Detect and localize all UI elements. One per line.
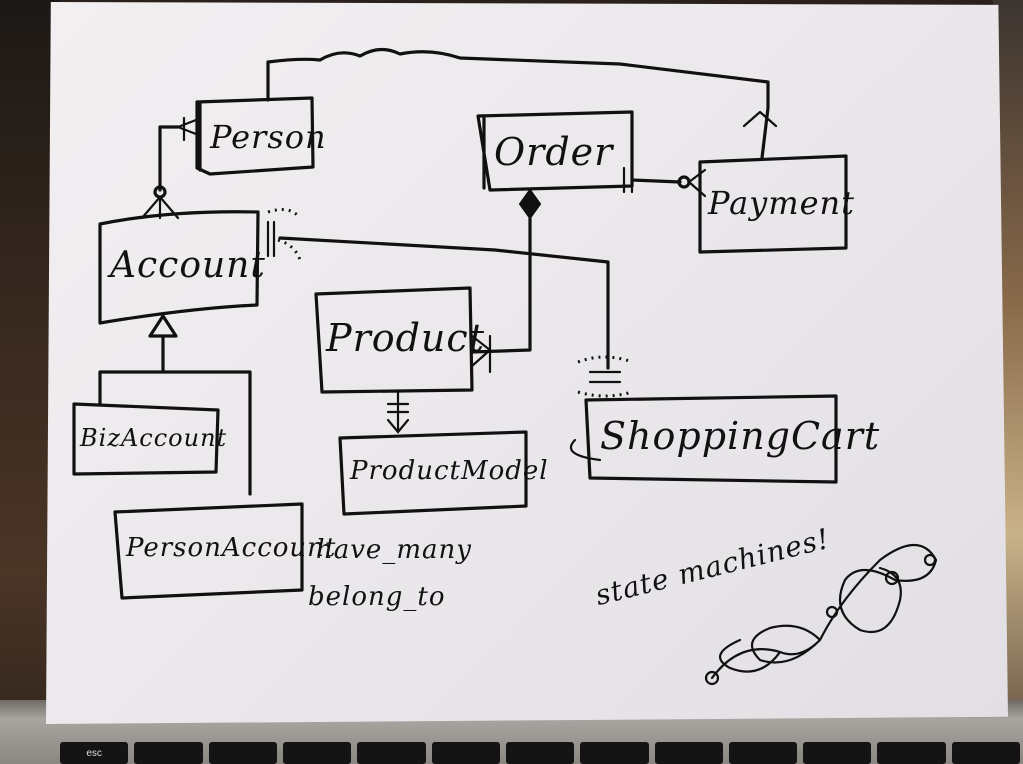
product-order-line: [470, 216, 532, 354]
keyboard-key: [282, 742, 352, 764]
order-diamond: [518, 188, 542, 220]
person-label: Person: [210, 118, 327, 156]
shoppingcart-label: ShoppingCart: [600, 414, 881, 458]
keyboard-key: [803, 742, 872, 764]
belong-to-note: belong_to: [308, 582, 446, 612]
keyboard-key: [580, 742, 649, 764]
esc-key: esc: [60, 742, 129, 764]
inheritance-triangle: [148, 314, 178, 338]
state-machine-doodle: [710, 544, 938, 680]
bizaccount-box: [72, 402, 220, 476]
account-dotted-crow: [267, 208, 302, 261]
cart-top-ticks: [588, 370, 622, 384]
order-label: Order: [494, 130, 614, 174]
keyboard-key: [877, 742, 946, 764]
account-circle-end: [153, 185, 167, 199]
cart-dotted-crow: [577, 355, 633, 398]
payment-top-foot: [742, 110, 778, 128]
account-box: [98, 210, 260, 325]
keyboard-key: [357, 742, 426, 764]
keyboard-key: [654, 742, 723, 764]
product-model-connector: [386, 390, 410, 434]
have-many-note: have_many: [316, 535, 472, 565]
keyboard-row: esc: [60, 742, 1021, 764]
personaccount-label: PersonAccount: [126, 533, 337, 563]
payment-circle-end: [677, 175, 691, 189]
shoppingcart-scribble: [569, 438, 602, 462]
keyboard-key: [208, 742, 277, 764]
state-node: [923, 553, 937, 567]
inheritance-line: [98, 334, 252, 496]
keyboard-key: [505, 742, 575, 764]
personaccount-box: [113, 502, 304, 600]
productmodel-label: ProductModel: [350, 456, 549, 486]
order-payment-line: [630, 178, 682, 184]
account-label: Account: [110, 245, 266, 286]
product-box: [314, 286, 474, 394]
paper-sheet: [46, 2, 1008, 724]
bizaccount-label: BizAccount: [80, 424, 228, 452]
payment-crow-foot: [687, 168, 707, 198]
person-payment-line: [266, 47, 770, 160]
keyboard-key: [134, 742, 203, 764]
keyboard-key: [951, 742, 1021, 764]
payment-box: [698, 154, 848, 254]
product-label: Product: [326, 316, 485, 360]
productmodel-box: [338, 430, 528, 516]
person-connector-foot: [176, 116, 198, 142]
person-account-line: [158, 125, 180, 192]
keyboard-key: [431, 742, 500, 764]
shoppingcart-box: [584, 394, 838, 484]
state-node: [704, 670, 720, 686]
keyboard-key: [728, 742, 798, 764]
state-node: [884, 570, 900, 586]
person-box: [195, 96, 315, 176]
product-crow-foot: [470, 334, 492, 374]
payment-label: Payment: [708, 184, 855, 222]
account-cart-ticks: [266, 220, 276, 258]
account-cart-line: [278, 236, 610, 370]
state-node: [825, 605, 839, 619]
